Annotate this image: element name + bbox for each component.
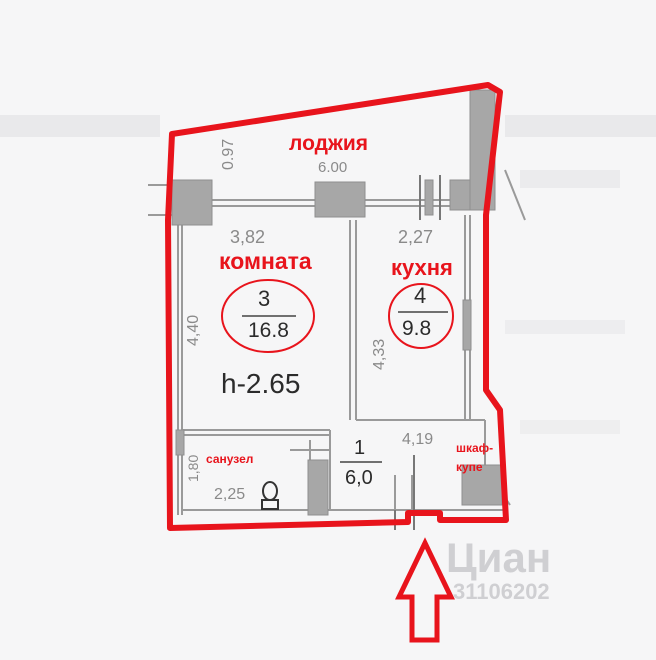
bath-depth-dimension: 1,80 [185,454,201,482]
kitchen-width-dimension: 2,27 [398,227,434,247]
room-width-dimension: 3,82 [230,227,266,247]
area-fraction-lines [242,311,448,463]
walls [148,169,526,515]
loggia-width-dimension: 6.00 [318,159,348,176]
entrance-arrow [395,537,455,643]
hall-number: 1 [354,437,366,459]
kitchen-area: 9.8 [402,317,432,340]
loggia-depth-dimension: 0.97 [220,138,237,170]
hall-area: 6,0 [345,467,373,489]
room-number: 3 [258,286,271,311]
apartment-outline [165,82,509,531]
kitchen-number: 4 [414,283,427,308]
bath-width-dimension: 2,25 [214,486,246,503]
hall-length-dimension: 4,19 [402,431,434,448]
ceiling-height: h-2.65 [221,368,301,399]
window-marks [394,175,441,530]
watermark-id: 31106202 [453,579,550,604]
room-area: 16.8 [248,319,289,342]
room-label: комната [219,248,312,274]
kitchen-label: кухня [391,255,453,280]
toilet-icon [261,481,279,510]
watermark-brand: Циан [446,534,552,581]
kitchen-area-circle [388,283,454,349]
room-area-circle [221,279,315,353]
loggia-label: лоджия [289,132,368,155]
kitchen-length-dimension: 4,33 [371,338,388,370]
room-length-dimension: 4,40 [185,314,202,346]
wardrobe-label-line1: шкаф- [456,441,494,455]
wardrobe-label-line2: купе [456,460,483,474]
background-scan-artifacts [0,115,656,434]
bathroom-label: санузел [206,452,254,466]
